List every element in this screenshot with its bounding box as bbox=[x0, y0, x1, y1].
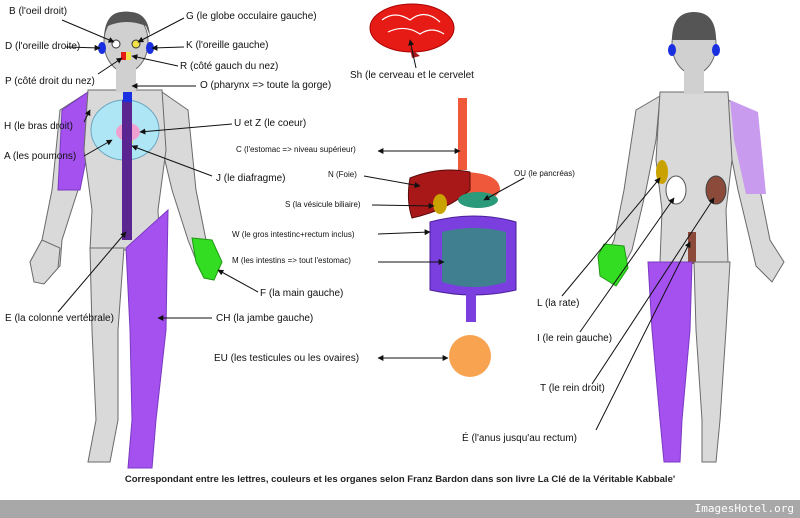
label-f: F (la main gauche) bbox=[260, 288, 344, 299]
label-j: J (le diafragme) bbox=[216, 173, 286, 184]
back-right-leg bbox=[693, 261, 731, 463]
arrow-k bbox=[151, 44, 185, 51]
anus-rectum bbox=[688, 232, 696, 264]
neck bbox=[116, 68, 136, 92]
back-body-figure bbox=[597, 12, 785, 463]
arrow-sh bbox=[408, 39, 417, 69]
label-l: L (la rate) bbox=[537, 298, 580, 309]
arrow-ou bbox=[483, 177, 525, 201]
watermark-text: ImagesHotel.org bbox=[694, 502, 794, 515]
gonads-circle bbox=[449, 335, 491, 377]
label-t: T (le rein droit) bbox=[540, 383, 605, 394]
arrow-b bbox=[61, 19, 115, 43]
arrow-w bbox=[377, 229, 431, 236]
spine bbox=[122, 100, 132, 240]
gallbladder bbox=[433, 194, 447, 214]
arrow-h bbox=[83, 109, 91, 123]
arrow-j bbox=[131, 145, 213, 177]
front-hair bbox=[104, 11, 150, 36]
arrow-e bbox=[57, 231, 127, 313]
arrow-t bbox=[591, 197, 715, 385]
label-h: H (le bras droit) bbox=[4, 121, 73, 132]
arrow-uz bbox=[139, 123, 233, 135]
front-left-leg-purple bbox=[125, 208, 169, 469]
back-right-arm-purple bbox=[730, 100, 766, 194]
label-o: O (pharynx => toute la gorge) bbox=[200, 80, 332, 91]
nose-left bbox=[126, 52, 131, 60]
label-r: R (côté gauch du nez) bbox=[180, 61, 279, 72]
pancreas bbox=[458, 192, 498, 208]
small-intestines bbox=[442, 228, 506, 287]
label-s: S (la vésicule biliaire) bbox=[285, 200, 361, 209]
arrow-i bbox=[579, 197, 675, 333]
back-left-ear bbox=[712, 44, 720, 56]
label-n: N (Foie) bbox=[328, 170, 357, 179]
arrow-g bbox=[137, 17, 185, 43]
left-kidney bbox=[665, 175, 687, 205]
arrow-a bbox=[83, 139, 113, 157]
watermark-bar: ImagesHotel.org bbox=[0, 500, 800, 518]
front-left-hand-green bbox=[191, 237, 223, 281]
back-left-leg-purple bbox=[647, 261, 693, 463]
nose-right bbox=[121, 52, 126, 60]
esophagus bbox=[458, 98, 467, 170]
label-ch: CH (la jambe gauche) bbox=[216, 313, 314, 324]
label-m: M (les intestins => tout l'estomac) bbox=[232, 256, 351, 265]
rectum bbox=[466, 290, 476, 322]
label-e-acute: É (l'anus jusqu'au rectum) bbox=[462, 433, 577, 444]
arrow-r bbox=[131, 54, 179, 67]
label-a: A (les poumons) bbox=[4, 151, 77, 162]
label-b: B (l'oeil droit) bbox=[9, 6, 68, 17]
back-neck bbox=[684, 70, 704, 94]
arrow-e-acute bbox=[595, 241, 691, 431]
label-p: P (côté droit du nez) bbox=[5, 76, 95, 87]
label-sh: Sh (le cerveau et le cervelet bbox=[350, 70, 474, 81]
back-right-ear bbox=[668, 44, 676, 56]
label-ou: OU (le pancréas) bbox=[514, 169, 575, 178]
digestive-system bbox=[407, 98, 517, 322]
label-k: K (l'oreille gauche) bbox=[186, 40, 269, 51]
arrow-p bbox=[97, 57, 123, 75]
label-eu: EU (les testicules ou les ovaires) bbox=[214, 353, 360, 364]
front-right-leg bbox=[87, 247, 125, 463]
label-d: D (l'oreille droite) bbox=[5, 41, 81, 52]
back-hair bbox=[672, 12, 716, 40]
label-w: W (le gros intestinc+rectum inclus) bbox=[232, 230, 355, 239]
right-kidney bbox=[705, 175, 727, 205]
label-uz: U et Z (le coeur) bbox=[234, 118, 307, 129]
arrow-d bbox=[65, 44, 101, 51]
label-e: E (la colonne vertébrale) bbox=[5, 313, 114, 324]
label-i: I (le rein gauche) bbox=[537, 333, 613, 344]
arrow-l bbox=[561, 177, 661, 297]
arrow-f bbox=[217, 269, 259, 293]
pointer-arrows bbox=[57, 17, 715, 431]
figure-caption: Correspondant entre les lettres, couleur… bbox=[124, 474, 676, 485]
label-g: G (le globe occulaire gauche) bbox=[186, 11, 317, 22]
back-left-hand-green bbox=[597, 243, 629, 287]
front-right-hand bbox=[29, 239, 61, 285]
arrow-s bbox=[371, 202, 435, 209]
arrow-n bbox=[363, 175, 421, 189]
label-c: C (l'estomac => niveau supérieur) bbox=[236, 145, 356, 154]
